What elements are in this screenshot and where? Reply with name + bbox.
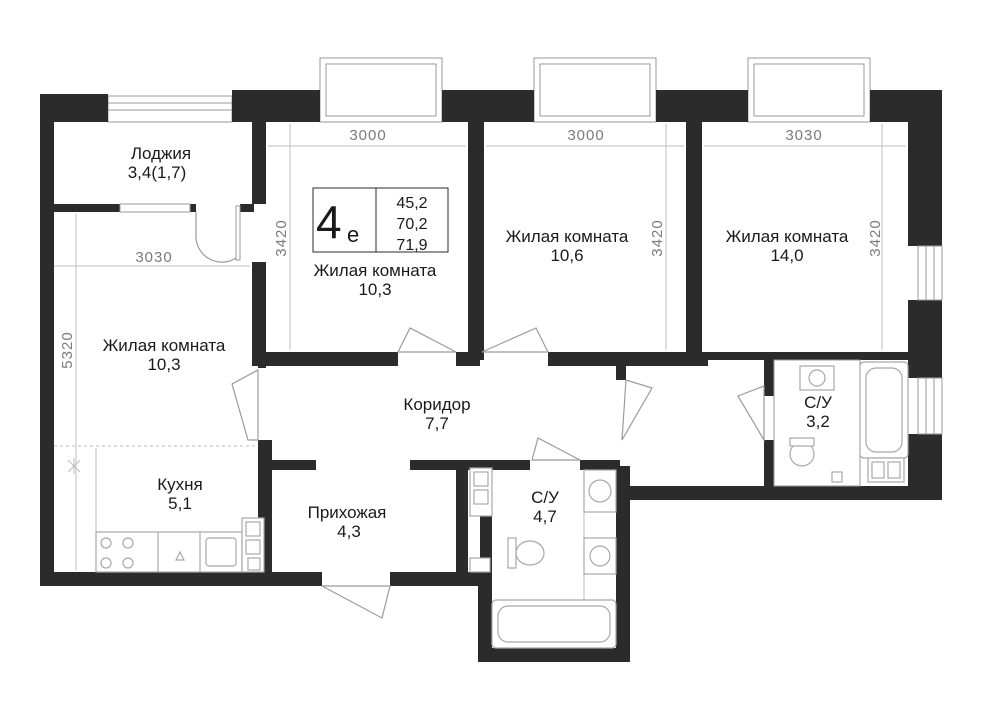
total-area: 70,2 [396,216,427,233]
rooms-count: 4 [316,196,342,248]
room-name: Жилая комната [506,227,629,246]
room-name: С/У [804,393,832,412]
dimension-room2-height: 3420 [649,219,666,256]
room-area: 10,3 [358,280,391,299]
room-area: 3,2 [806,412,830,431]
room-name: Жилая комната [726,227,849,246]
room-name: С/У [531,488,559,507]
room-hallway: Прихожая 4,3 [308,503,387,541]
room-area: 4,3 [337,522,361,541]
room-name: Прихожая [308,503,387,522]
bathroom2-fixtures [773,359,909,487]
room-area: 10,6 [550,246,583,265]
dimension-room1-height: 3420 [273,219,290,256]
apartment-type-badge: 4 е 45,2 70,2 71,9 [312,187,449,254]
loggia-window [119,203,241,261]
room-kitchen: Кухня 5,1 [157,475,203,513]
room-bathroom-1: С/У 4,7 [531,488,559,526]
room-area: 14,0 [770,246,803,265]
dimension-room3-width: 3030 [785,127,822,144]
doors [195,212,765,619]
room-name: Жилая комната [103,336,226,355]
window-frames-right [917,245,943,435]
room-area: 4,7 [533,507,557,526]
room-area: 3,4(1,7) [128,163,187,182]
room-bathroom-2: С/У 3,2 [804,393,832,431]
room-living-2: Жилая комната 10,6 [506,227,629,265]
room-living-left: Жилая комната 10,3 [103,336,226,374]
apartment-type-suffix: е [347,222,359,247]
dimension-room2-width: 3000 [567,127,604,144]
living-area: 45,2 [396,195,427,212]
dimension-room1-width: 3000 [349,127,386,144]
room-area: 5,1 [168,494,192,513]
kitchen-fixtures [54,445,265,573]
room-area: 7,7 [425,414,449,433]
room-area: 10,3 [147,355,180,374]
room-name: Жилая комната [314,261,437,280]
dimension-left-height: 5320 [59,331,76,368]
room-living-3: Жилая комната 14,0 [726,227,849,265]
room-name: Коридор [403,395,470,414]
room-loggia: Лоджия 3,4(1,7) [128,144,191,182]
dimension-left-room-width: 3030 [135,249,172,266]
bathroom1-fixtures [469,467,617,649]
room-name: Кухня [157,475,203,494]
walls [40,90,942,662]
total-area-with-loggia: 71,9 [396,237,427,254]
dimension-room3-height: 3420 [867,219,884,256]
room-corridor: Коридор 7,7 [403,395,470,433]
dimension-lines [54,124,906,570]
room-name: Лоджия [131,144,191,163]
room-living-1: Жилая комната 10,3 [314,261,437,299]
